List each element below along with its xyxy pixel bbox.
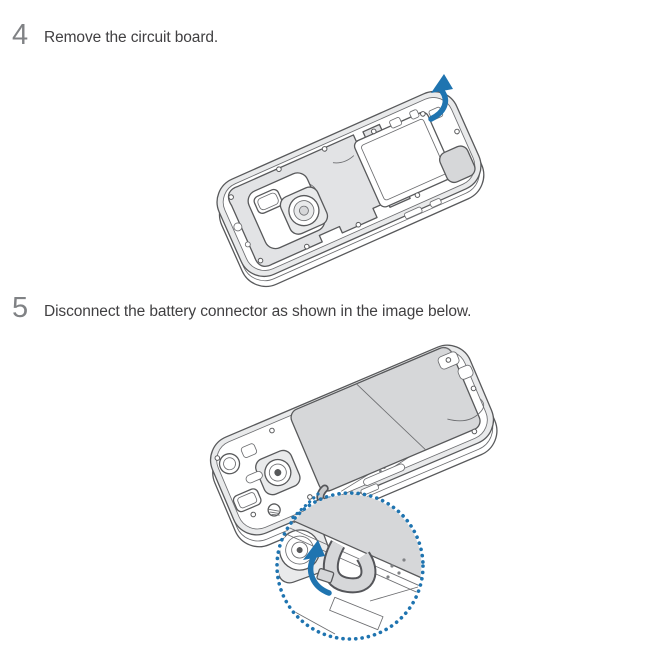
frame-slot xyxy=(245,470,263,484)
hatched-screw xyxy=(267,503,281,517)
flash-window xyxy=(240,443,258,458)
board-dots xyxy=(386,558,406,579)
step-4-text: Remove the circuit board. xyxy=(44,29,219,46)
flash-window xyxy=(253,188,283,214)
battery-cavity xyxy=(353,109,454,208)
vibration-motor xyxy=(232,488,262,513)
coax-cable xyxy=(447,398,485,422)
camera-module xyxy=(255,449,301,496)
connector-block xyxy=(457,364,474,380)
side-key xyxy=(404,206,423,220)
board-part xyxy=(329,596,384,631)
frame-hole xyxy=(244,241,251,248)
sensor-ring xyxy=(218,453,241,475)
lift-arrow-icon xyxy=(428,74,453,122)
frame-hole xyxy=(233,222,243,232)
shield-cut-line xyxy=(332,155,355,164)
step5-illustration-battery-connector xyxy=(209,344,498,641)
screws xyxy=(214,357,478,518)
disconnect-arrow-icon xyxy=(303,540,332,596)
step-5-text: Disconnect the battery connector as show… xyxy=(44,303,472,320)
step4-illustration-phone-midframe xyxy=(216,74,485,288)
camera-module xyxy=(247,172,329,250)
screws xyxy=(228,111,460,264)
step-4-number: 4 xyxy=(12,19,29,51)
side-key xyxy=(429,198,442,208)
step-5-number: 5 xyxy=(12,292,29,324)
battery xyxy=(290,346,481,492)
antenna-module xyxy=(439,145,476,184)
dotted-magnifier-ring-icon xyxy=(275,491,425,641)
connector-ribbon-magnified xyxy=(316,540,377,594)
side-key xyxy=(360,483,380,496)
